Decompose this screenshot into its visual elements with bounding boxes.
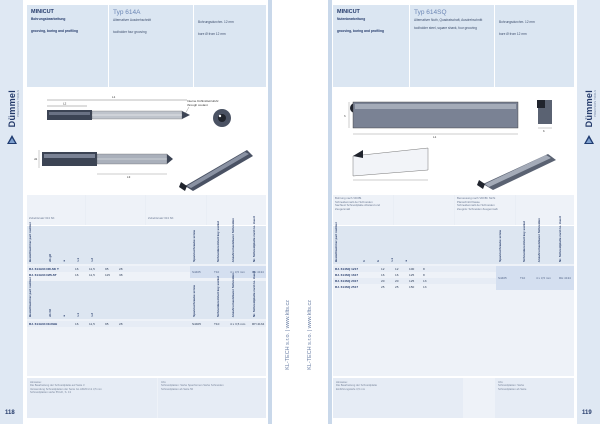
dim-d1: d1 bbox=[34, 157, 38, 161]
th-part-number: Bestellnummer part number bbox=[28, 221, 32, 262]
type-desc-de: Alternativer Ausdrehschnitt bbox=[113, 18, 151, 22]
bore-en: bore Ø from 12 mm bbox=[198, 32, 226, 37]
note-cell-1: Bohrung nach VDI/Bl. Schneidenmaß der Sc… bbox=[333, 195, 393, 225]
tool-drawing: L1 L2 Interne Kühlmittelzufuhr through c… bbox=[34, 95, 253, 191]
type-label: Typ 614SQ bbox=[414, 9, 447, 16]
bore-de: Bohrungsdurchm. 12 mm bbox=[499, 20, 535, 24]
header-product: MINICUT Bohrungsbearbeitung grooving, bo… bbox=[27, 5, 108, 87]
header-type: Typ 614SQ Alternativer Nuth, Quadratscha… bbox=[410, 5, 494, 87]
right-tab-strip bbox=[328, 0, 332, 424]
notes-row: Zubehörsatz 613 SK Zubehörsatz 613 SK bbox=[27, 195, 266, 225]
note-cell-1: Zubehörsatz 613 SK bbox=[27, 195, 85, 225]
vertical-url: KL-TECH s.r.o. | www.klts.cz bbox=[285, 300, 291, 370]
th-l1: L1 bbox=[76, 258, 80, 262]
type-desc-de: Alternativer Nuth, Quadratschaft, Ausdre… bbox=[414, 18, 483, 22]
footer-info: Info: Schneidplatten: Siehe Spanformen S… bbox=[158, 378, 266, 418]
duemmel-logo-icon bbox=[584, 135, 594, 144]
vertical-url: KL-TECH s.r.o. | www.klts.cz bbox=[307, 300, 313, 370]
left-page: Dümmel PRECISION TOOLS 118 MINICUT Bohru… bbox=[0, 0, 291, 424]
brand-subtitle: PRECISION TOOLS bbox=[594, 90, 597, 117]
table-row: RJ. 614A04 NI-RHH 16 11,5 95 28 S4405 T1… bbox=[27, 321, 266, 327]
header-product: MINICUT Nutenbearbeitung grooving, borin… bbox=[333, 5, 409, 87]
table1-header: Bestellnummer part number d1 g6 a L1 L2 … bbox=[27, 216, 266, 264]
footer: Hinweise: Die Bearbeitung der Schneidpla… bbox=[27, 378, 266, 418]
table1-header: Bestellnummer part number h b L1 a Spann… bbox=[333, 216, 574, 264]
page-number: 118 bbox=[5, 410, 15, 416]
note-cell-4 bbox=[516, 195, 574, 225]
th-l2: L2 bbox=[90, 258, 94, 262]
note-cell-3: Bemessung nach VDI/Bl. Nicht Planschnitt… bbox=[455, 195, 515, 225]
table-row: RJ. 614A04 N/B-ST 16 11,5 115 38 bbox=[29, 273, 123, 277]
right-brand-bar bbox=[577, 0, 600, 424]
footer: Hinweise: Die Bearbeitung der Schneidpla… bbox=[333, 378, 574, 418]
type-label: Typ 614A bbox=[113, 9, 141, 16]
brand-name: Dümmel bbox=[7, 90, 17, 128]
technical-drawing: L1 h b bbox=[333, 88, 574, 194]
dim-b: b bbox=[543, 129, 545, 133]
type-desc-en: toolholder steel, square shank, four gro… bbox=[414, 26, 477, 31]
note-3: Zubehörsatz 613 SK bbox=[148, 216, 174, 220]
product-subtitle-en: grooving, boring and profiling bbox=[31, 29, 79, 34]
table1-merged-specs: S4405 T10 4 x 3,5 mm RH 4134 bbox=[190, 266, 266, 278]
footer-notes: Hinweise: Die Bearbeitung der Schneidpla… bbox=[27, 378, 157, 418]
th-insert: Nr. Schneidplatte card no. insert bbox=[252, 215, 256, 262]
th-count: Anzahl einsetzbarer Schneiden bbox=[231, 217, 235, 262]
table-row: RJ. 614SQ 1217 12 12 100 8 bbox=[333, 266, 574, 272]
footer-info: Info: Schneidplatten: Siehe Schneidplatt… bbox=[495, 378, 574, 418]
table1-merged-specs: S4405 T10 4 x 3,5 mm RH 4134 bbox=[496, 266, 574, 290]
left-tab-strip bbox=[268, 0, 272, 424]
brand-name: Dümmel bbox=[584, 90, 594, 128]
right-page: Dümmel PRECISION TOOLS 119 MINICUT Nuten… bbox=[300, 0, 600, 424]
left-brand-bar bbox=[0, 0, 23, 424]
coolant-callout-en: through coolant bbox=[187, 103, 208, 107]
bore-de: Bohrungsdurchm. 12 mm bbox=[198, 20, 234, 24]
page-number: 119 bbox=[582, 410, 592, 416]
product-name: MINICUT bbox=[31, 9, 54, 15]
dim-l1: L1 bbox=[112, 95, 116, 99]
product-name: MINICUT bbox=[337, 9, 360, 15]
dim-l2: L2 bbox=[63, 102, 67, 106]
th-d1: d1 g6 bbox=[48, 254, 52, 262]
header-bore: Bohrungsdurchm. 12 mm bore Ø from 12 mm bbox=[194, 5, 266, 87]
brand-subtitle: PRECISION TOOLS bbox=[17, 90, 20, 117]
order-table: Bestellnummer part number d1 g6 a L1 L2 … bbox=[27, 216, 266, 376]
dim-l1: L1 bbox=[433, 135, 437, 139]
table-row: RJ. 614A04 ND-SK T 16 11,5 95 28 bbox=[27, 266, 266, 272]
note-1: Zubehörsatz 613 SK bbox=[29, 216, 55, 220]
tool-drawing: L1 h b bbox=[344, 100, 556, 190]
note-cell-4 bbox=[207, 195, 266, 225]
th-key: Schneideneinheit key socket bbox=[216, 220, 220, 262]
type-desc-en: toolholder four grooving bbox=[113, 30, 147, 35]
duemmel-logo-icon bbox=[7, 135, 17, 144]
dim-l3: L3 bbox=[127, 175, 131, 179]
bore-en: bore Ø from 12 mm bbox=[499, 32, 527, 37]
table-row: RJ. 614SQ 1617 16 16 125 8 bbox=[335, 273, 425, 277]
table-row: RJ. 614SQ 2517 25 25 150 13 bbox=[335, 285, 427, 289]
header-type: Typ 614A Alternativer Ausdrehschnitt too… bbox=[109, 5, 193, 87]
coolant-callout-de: Interne Kühlmittelzufuhr bbox=[187, 99, 219, 103]
technical-drawing: L1 L2 Interne Kühlmittelzufuhr through c… bbox=[27, 88, 266, 194]
table2-header: Bestellnummer part number d1 h6 a L1 L2 … bbox=[27, 271, 266, 319]
th-screw: Spannschraube screw bbox=[192, 230, 196, 262]
order-table: Bestellnummer part number h b L1 a Spann… bbox=[333, 216, 574, 376]
notes-row: Bohrung nach VDI/Bl. Schneidenmaß der Sc… bbox=[333, 195, 574, 225]
note-cell-3: Zubehörsatz 613 SK bbox=[146, 195, 206, 225]
note-cell-2 bbox=[86, 195, 145, 225]
table-row: RJ. 614SQ 2017 20 20 125 13 bbox=[333, 278, 574, 284]
product-subtitle: Nutenbearbeitung bbox=[337, 17, 366, 21]
th-a: a bbox=[62, 260, 66, 262]
product-subtitle: Bohrungsbearbeitung bbox=[31, 17, 66, 21]
product-subtitle-en: grooving, boring and profiling bbox=[337, 29, 385, 34]
dim-h: h bbox=[344, 114, 346, 118]
footer-notes: Hinweise: Die Bearbeitung der Schneidpla… bbox=[333, 378, 463, 418]
note-cell-2 bbox=[394, 195, 454, 225]
header-bore: Bohrungsdurchm. 12 mm bore Ø from 12 mm bbox=[495, 5, 574, 87]
